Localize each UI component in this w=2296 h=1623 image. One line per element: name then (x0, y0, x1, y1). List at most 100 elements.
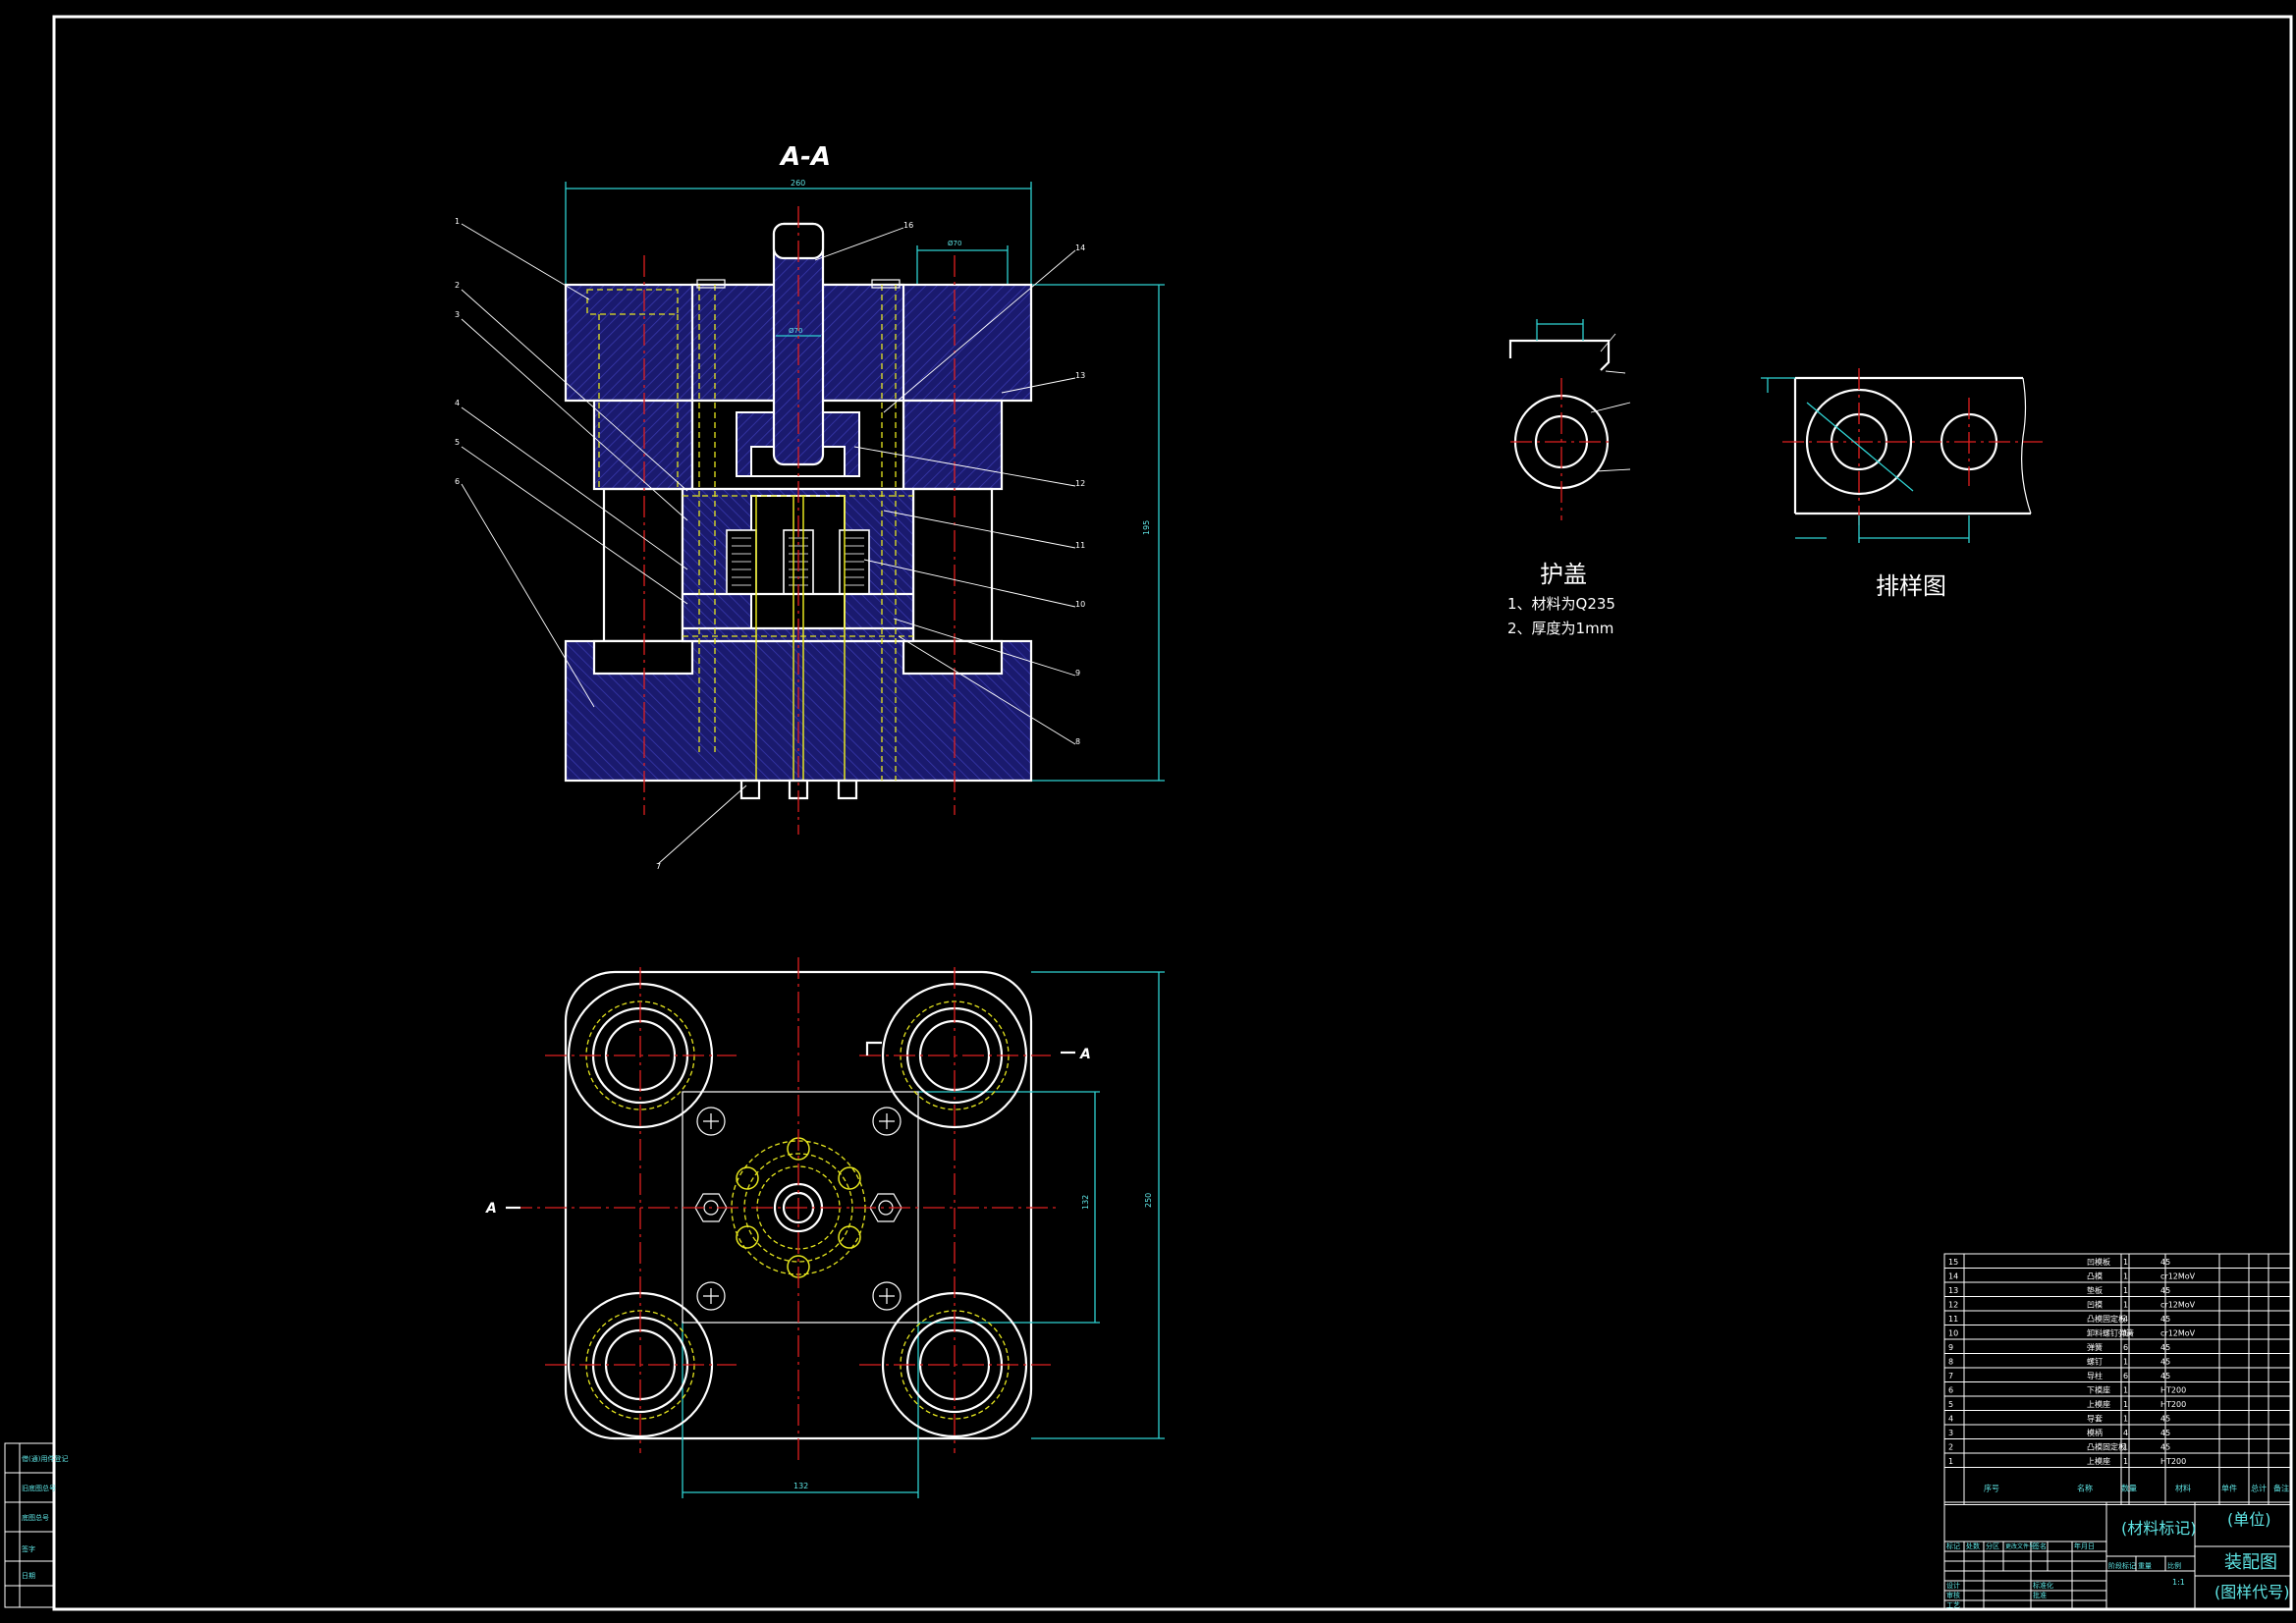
bom-qty: 6 (2123, 1343, 2128, 1352)
guide-bushings (567, 982, 1028, 1438)
bom-material: 45 (2160, 1429, 2170, 1437)
tb-drawing-code: (图样代号) (2214, 1583, 2290, 1601)
section-title: A-A (779, 142, 831, 172)
bom-material: 45 (2160, 1286, 2170, 1295)
plan-view: 250 132 132 (485, 957, 1165, 1498)
balloon-6: 6 (455, 477, 460, 486)
bom-qty: 4 (2123, 1315, 2128, 1324)
dim-height: 195 (1142, 520, 1151, 535)
bom-header: 名称 (2077, 1484, 2093, 1493)
bom-no: 5 (1948, 1400, 1953, 1409)
bom-name: 垫板 (2087, 1285, 2103, 1295)
bom-qty: 1 (2123, 1329, 2128, 1338)
bom-qty: 1 (2123, 1301, 2128, 1310)
bom-material: 45 (2160, 1415, 2170, 1424)
bom-no: 15 (1948, 1258, 1958, 1267)
bom-name: 凸模固定板 (2087, 1442, 2126, 1452)
cover-note-2: 2、厚度为1mm (1507, 620, 1613, 637)
bom-material: HT200 (2160, 1457, 2186, 1466)
balloon-labels: 1 2 3 4 5 6 7 8 9 10 11 12 13 14 16 (455, 217, 1085, 871)
side-label-3: 底图总号 (22, 1513, 49, 1522)
bom-header: 材料 (2175, 1484, 2191, 1493)
layout-view: 排样图 (1761, 368, 2043, 600)
tb-label-standard: 标准化 (2033, 1581, 2053, 1590)
tb-label-change: 更改文件号 (2005, 1542, 2035, 1550)
tb-label-process: 工艺 (1946, 1601, 1960, 1609)
bom-no: 8 (1948, 1358, 1953, 1367)
dim-plan-inner-width: 132 (793, 1482, 808, 1490)
balloon-3: 3 (455, 310, 460, 319)
section-mark-right: A (1079, 1047, 1091, 1062)
bom-no: 10 (1948, 1329, 1958, 1338)
bom-qty: 1 (2123, 1358, 2128, 1367)
bom-no: 12 (1948, 1301, 1958, 1310)
bom-qty: 1 (2123, 1386, 2128, 1395)
bom-material: 45 (2160, 1343, 2170, 1352)
bom-qty: 6 (2123, 1372, 2128, 1380)
tb-label-mark: 标记 (1946, 1542, 1960, 1550)
bom-name: 导套 (2087, 1414, 2103, 1424)
bom-qty: 1 (2123, 1286, 2128, 1295)
bom-qty: 1 (2123, 1272, 2128, 1281)
bom-no: 2 (1948, 1443, 1953, 1452)
bom-material: cr12MoV (2160, 1272, 2196, 1281)
bom-no: 13 (1948, 1286, 1958, 1295)
section-view: A-A 260 Ø70 195 (455, 142, 1165, 871)
dim-guide-width: Ø70 (948, 240, 961, 247)
side-label-2: 旧底图总号 (22, 1484, 56, 1492)
tb-label-review: 审核 (1946, 1591, 1960, 1599)
side-label-4: 签字 (22, 1544, 35, 1553)
balloon-13: 13 (1075, 371, 1085, 380)
bom-material: cr12MoV (2160, 1301, 2196, 1310)
title-block: 标记 处数 分区 更改文件号 签名 年月日 设计 审核 工艺 标准化 批准 阶段… (1943, 1501, 2292, 1610)
balloon-12: 12 (1075, 479, 1085, 488)
bom-qty: 1 (2123, 1415, 2128, 1424)
tb-label-count: 处数 (1966, 1542, 1980, 1550)
bom-qty: 1 (2123, 1400, 2128, 1409)
bom-no: 6 (1948, 1386, 1953, 1395)
bom-header: 总计 (2251, 1484, 2267, 1493)
dim-plan-height: 250 (1144, 1193, 1153, 1208)
bom-name: 卸料螺钉弹簧 (2087, 1328, 2134, 1338)
side-label-1: 借(通)用件登记 (22, 1454, 68, 1463)
bom-name: 上模座 (2087, 1399, 2110, 1409)
balloon-5: 5 (455, 438, 460, 447)
bom-name: 上模座 (2087, 1456, 2110, 1466)
bom-header: 数量 (2121, 1484, 2137, 1493)
cover-title: 护盖 (1540, 561, 1587, 588)
balloon-8: 8 (1075, 737, 1080, 746)
bom-material: HT200 (2160, 1400, 2186, 1409)
bom-qty: 1 (2123, 1443, 2128, 1452)
leaders (461, 223, 1076, 865)
bom-no: 7 (1948, 1372, 1953, 1380)
cover-view: 护盖 1、材料为Q235 2、厚度为1mm (1507, 319, 1631, 637)
bom-material: HT200 (2160, 1386, 2186, 1395)
bom-name: 凹模 (2087, 1300, 2103, 1310)
tb-label-approve: 批准 (2033, 1591, 2047, 1599)
balloon-14: 14 (1075, 243, 1085, 252)
balloon-9: 9 (1075, 669, 1080, 677)
bom-material: cr12MoV (2160, 1329, 2196, 1338)
bom-no: 3 (1948, 1429, 1953, 1437)
tb-label-stage: 阶段标记 (2108, 1561, 2136, 1570)
tb-label-weight: 重量 (2138, 1562, 2152, 1570)
section-mark-left: A (485, 1201, 497, 1217)
bom-name: 凸模固定板 (2087, 1314, 2126, 1324)
dim-overall-width: 260 (791, 179, 805, 188)
tb-scale: 1:1 (2172, 1578, 2185, 1587)
bom-qty: 4 (2123, 1429, 2128, 1437)
bom-no: 9 (1948, 1343, 1953, 1352)
bom-name: 凸模 (2087, 1271, 2103, 1281)
bom-name: 模柄 (2087, 1428, 2103, 1437)
tb-label-zone: 分区 (1986, 1542, 1999, 1550)
balloon-11: 11 (1075, 541, 1085, 550)
balloon-1: 1 (455, 217, 460, 226)
bom-no: 1 (1948, 1457, 1953, 1466)
bom-header: 单件 (2221, 1484, 2237, 1493)
bom-material: 45 (2160, 1315, 2170, 1324)
side-block: 借(通)用件登记 旧底图总号 底图总号 签字 日期 (4, 1442, 68, 1608)
balloon-7: 7 (656, 862, 661, 871)
balloon-10: 10 (1075, 600, 1085, 609)
